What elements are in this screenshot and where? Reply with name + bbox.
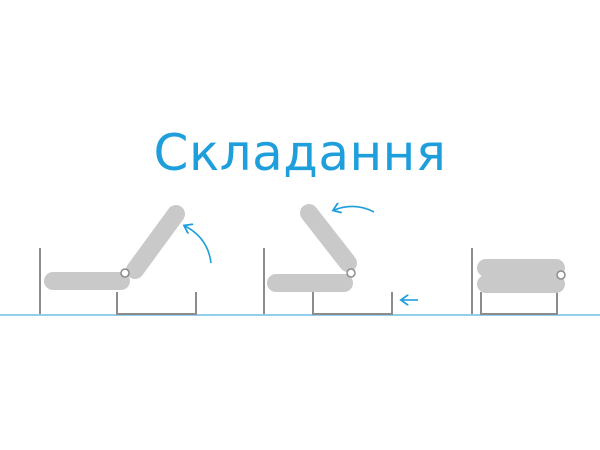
hinge-icon — [346, 268, 356, 278]
base-frame — [116, 292, 197, 315]
curved-up-arrow-icon — [185, 226, 212, 264]
base-frame — [312, 292, 393, 315]
base-frame — [480, 292, 558, 315]
hinge-icon — [556, 270, 566, 280]
top-cushion — [477, 259, 565, 277]
unfolded-sofa — [39, 205, 212, 315]
folded-sofa — [471, 248, 566, 315]
curved-left-arrow-icon — [334, 206, 375, 212]
page-title: Складання — [153, 124, 447, 182]
seat-cushion — [44, 272, 130, 290]
bottom-cushion — [477, 275, 565, 293]
seat-cushion — [267, 274, 353, 292]
half-folded-sofa — [263, 204, 418, 315]
hinge-icon — [120, 268, 130, 278]
folding-backrest — [300, 204, 357, 272]
raised-backrest — [126, 205, 185, 279]
